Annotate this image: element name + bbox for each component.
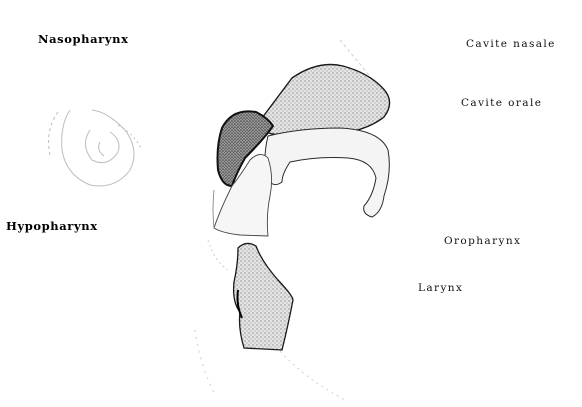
- label-cavite-orale: Cavite orale: [461, 98, 542, 109]
- oral-cavity-shape: [265, 128, 389, 217]
- ear-sketch: [49, 110, 142, 186]
- label-nasopharynx: Nasopharynx: [38, 34, 129, 46]
- larynx-shape: [234, 243, 293, 350]
- nasal-cavity-shape: [261, 65, 390, 137]
- label-larynx: Larynx: [418, 283, 463, 294]
- label-cavite-nasale: Cavite nasale: [466, 39, 556, 50]
- pharynx-wall-line: [213, 190, 214, 228]
- label-oropharynx: Oropharynx: [444, 236, 521, 247]
- label-hypopharynx: Hypopharynx: [6, 221, 98, 233]
